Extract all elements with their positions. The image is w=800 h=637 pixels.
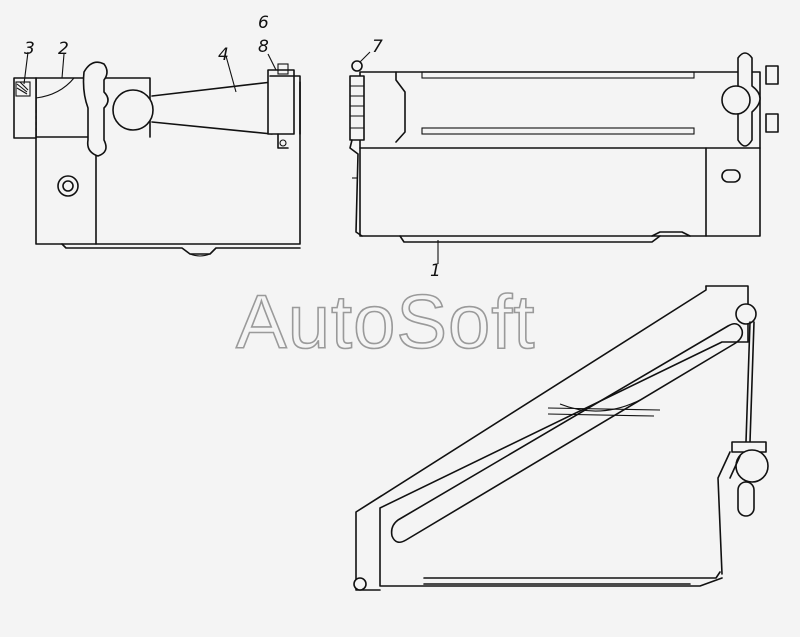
callout-4: 4 <box>218 45 229 65</box>
callout-8: 8 <box>258 37 269 57</box>
callout-1: 1 <box>430 261 441 281</box>
left-side-view <box>13 51 301 257</box>
callout-3: 3 <box>24 39 35 59</box>
bottom-bracket-view <box>353 285 769 591</box>
watermark-text: AutoSoft <box>236 280 536 365</box>
callout-7: 7 <box>372 37 383 57</box>
callout-2: 2 <box>58 39 69 59</box>
callout-6: 6 <box>258 13 269 33</box>
right-top-view <box>349 51 779 264</box>
